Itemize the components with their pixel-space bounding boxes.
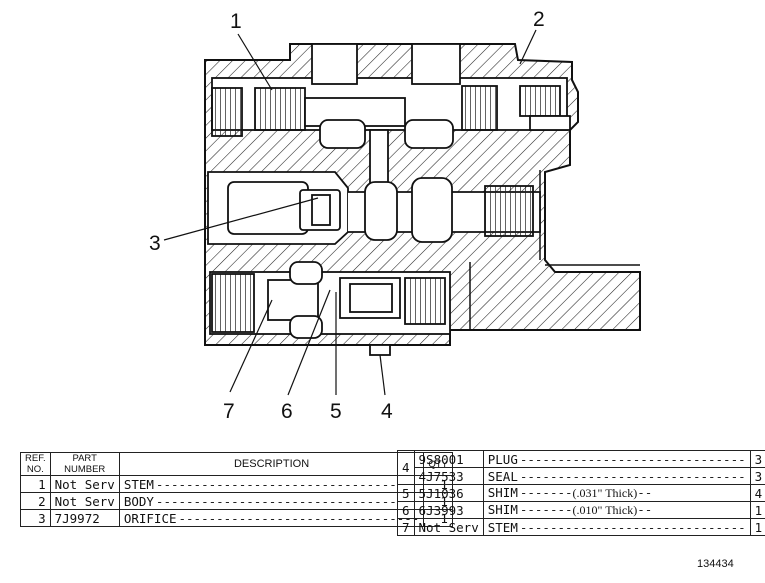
ref-no-header: REF. NO. bbox=[20, 452, 51, 476]
description: ORIFICE-------------------------------- bbox=[118, 509, 425, 527]
table-row: 5 5J1036 SHIM-------(.031" Thick)-- 4 bbox=[397, 484, 765, 502]
description: STEM-------------------------------- bbox=[118, 475, 425, 493]
valve-cross-section-drawing bbox=[163, 29, 641, 396]
description-text: STEM bbox=[487, 519, 520, 535]
ref-no: 5 bbox=[397, 484, 415, 502]
description-header: DESCRIPTION bbox=[118, 452, 425, 476]
description-text: ORIFICE bbox=[123, 510, 179, 526]
ref-no: 6 bbox=[397, 501, 415, 519]
callout-4: 4 bbox=[381, 400, 393, 423]
upper-stem bbox=[211, 85, 571, 149]
table-row: 4J7533 SEAL-----------------------------… bbox=[398, 467, 765, 485]
part-number: Not Serv bbox=[49, 475, 120, 493]
description-text: STEM bbox=[123, 476, 156, 492]
lower-bore bbox=[209, 261, 451, 339]
ref-no: 1 bbox=[20, 475, 51, 493]
thickness-note: (.010" Thick) bbox=[572, 503, 638, 517]
description-text: BODY bbox=[123, 493, 156, 509]
callout-6: 6 bbox=[281, 400, 293, 423]
part-number-header: PART NUMBER bbox=[49, 452, 120, 476]
table-header-row: REF. NO. PART NUMBER DESCRIPTION QTY bbox=[20, 452, 453, 476]
callout-7: 7 bbox=[223, 400, 235, 423]
ref-no: 7 bbox=[397, 518, 415, 536]
description-text: SHIM bbox=[487, 485, 520, 500]
bottom-plug bbox=[369, 344, 391, 356]
callout-5: 5 bbox=[330, 400, 342, 423]
group-ref-no: 4 bbox=[397, 450, 415, 485]
table-row: 2 Not Serv BODY-------------------------… bbox=[20, 492, 453, 510]
part-number: 9S8001 bbox=[413, 450, 484, 468]
description: SEAL------------------------------ bbox=[482, 467, 751, 485]
drawing-number: 134434 bbox=[697, 558, 734, 570]
callout-2: 2 bbox=[533, 8, 545, 31]
callout-3: 3 bbox=[149, 232, 161, 255]
description: PLUG------------------------------ bbox=[482, 450, 751, 468]
quantity: 3 bbox=[749, 450, 765, 468]
table-row: 1 Not Serv STEM-------------------------… bbox=[20, 475, 453, 493]
description: SHIM-------(.031" Thick)-- bbox=[482, 484, 751, 502]
part-number: 6J3993 bbox=[413, 501, 484, 519]
leader-lines bbox=[163, 29, 537, 396]
parts-table-left: REF. NO. PART NUMBER DESCRIPTION QTY 1 N… bbox=[20, 452, 453, 527]
part-number: 5J1036 bbox=[413, 484, 484, 502]
part-number: Not Serv bbox=[413, 518, 484, 536]
part-number: 7J9972 bbox=[49, 509, 120, 527]
callout-1: 1 bbox=[230, 10, 242, 33]
thickness-note: (.031" Thick) bbox=[572, 486, 638, 500]
description: STEM------------------------------ bbox=[482, 518, 751, 536]
description: SHIM-------(.010" Thick)-- bbox=[482, 501, 751, 519]
ref-no: 3 bbox=[20, 509, 51, 527]
part-number: Not Serv bbox=[49, 492, 120, 510]
quantity: 4 bbox=[749, 484, 765, 502]
table-row: 3 7J9972 ORIFICE------------------------… bbox=[20, 509, 453, 527]
table-row: 4 9S8001 PLUG---------------------------… bbox=[397, 450, 765, 485]
description-text: SEAL bbox=[487, 468, 520, 484]
middle-bore bbox=[207, 171, 541, 245]
quantity: 1 bbox=[749, 501, 765, 519]
parts-table-right: 4 9S8001 PLUG---------------------------… bbox=[397, 450, 765, 536]
description: BODY-------------------------------- bbox=[118, 492, 425, 510]
ref-no: 2 bbox=[20, 492, 51, 510]
part-number: 4J7533 bbox=[413, 467, 484, 485]
table-row: 6 6J3993 SHIM-------(.010" Thick)-- 1 bbox=[397, 501, 765, 519]
quantity: 3 bbox=[749, 467, 765, 485]
description-text: SHIM bbox=[487, 502, 520, 517]
orifice bbox=[299, 189, 341, 231]
table-row: 7 Not Serv STEM-------------------------… bbox=[397, 518, 765, 536]
description-text: PLUG bbox=[487, 451, 520, 467]
quantity: 1 bbox=[749, 518, 765, 536]
